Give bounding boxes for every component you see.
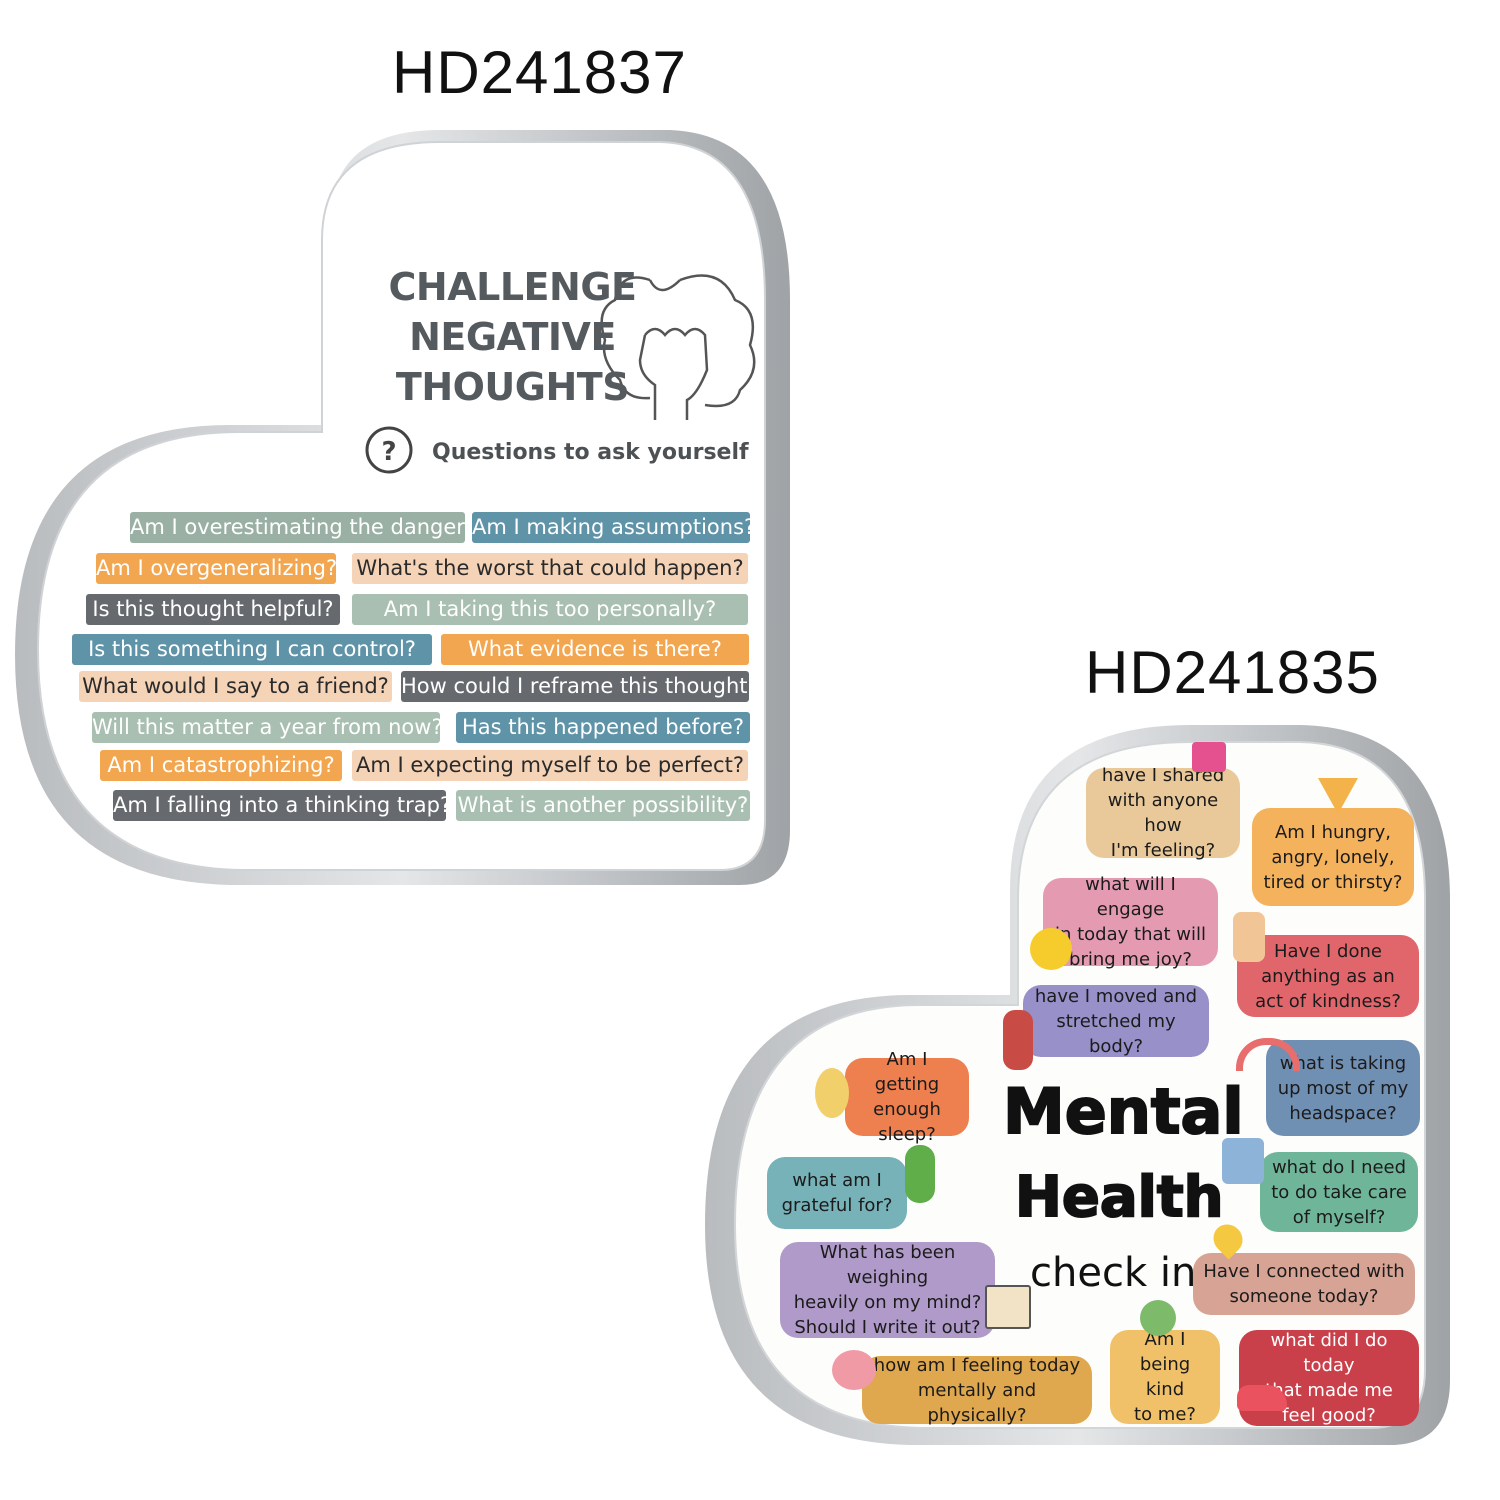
question-bubble-icon: ? bbox=[365, 426, 413, 474]
thumbs-up-icon bbox=[1233, 912, 1265, 962]
p1-question-pill: Has this happened before? bbox=[456, 712, 750, 743]
sunglasses-emoji-icon bbox=[1030, 928, 1072, 970]
p1-question-pill: What would I say to a friend? bbox=[79, 671, 392, 702]
p2-question-bubble: Am I hungry, angry, lonely, tired or thi… bbox=[1252, 808, 1414, 906]
p2-question-bubble: how am I feeling today mentally and phys… bbox=[862, 1355, 1092, 1426]
fist-brain-icon bbox=[600, 274, 756, 420]
p1-question-pill: Am I catastrophizing? bbox=[100, 750, 342, 781]
p1-question-pill: Am I expecting myself to be perfect? bbox=[352, 750, 748, 781]
p1-question-pill: Is this thought helpful? bbox=[86, 594, 340, 625]
p1-question-pill: What's the worst that could happen? bbox=[352, 553, 748, 584]
p1-question-pill: How could I reframe this thought? bbox=[401, 671, 749, 702]
product-code-2: HD241835 bbox=[1085, 639, 1380, 706]
yoga-person-icon bbox=[1003, 1010, 1033, 1070]
p1-question-pill: Is this something I can control? bbox=[72, 634, 432, 665]
svg-text:?: ? bbox=[381, 437, 396, 467]
pizza-icon bbox=[1318, 778, 1358, 814]
p1-question-pill: Am I taking this too personally? bbox=[352, 594, 748, 625]
p2-question-bubble: what did I do today that made me feel go… bbox=[1239, 1330, 1419, 1426]
p2-question-bubble: Am I getting enough sleep? bbox=[845, 1049, 969, 1145]
sneaker-icon bbox=[1237, 1385, 1287, 1411]
notebook-icon bbox=[985, 1285, 1031, 1329]
product-code-1: HD241837 bbox=[392, 39, 687, 106]
p1-title-line-1: CHALLENGE bbox=[388, 265, 637, 309]
p2-question-bubble: have I shared with anyone how I'm feelin… bbox=[1086, 765, 1240, 861]
p1-title-line-2: NEGATIVE bbox=[409, 315, 616, 359]
p2-question-bubble: What has been weighing heavily on my min… bbox=[780, 1242, 995, 1338]
p2-question-bubble: Have I done anything as an act of kindne… bbox=[1237, 935, 1419, 1017]
p2-question-bubble: what am I grateful for? bbox=[767, 1157, 907, 1229]
rainbow-icon bbox=[1236, 1038, 1300, 1071]
p1-question-pill: Will this matter a year from now? bbox=[92, 712, 440, 743]
p2-title-line-2: Health bbox=[1014, 1164, 1224, 1231]
moon-icon bbox=[815, 1068, 849, 1118]
p2-question-bubble: Have I connected with someone today? bbox=[1193, 1253, 1415, 1315]
p2-question-bubble: what do I need to do take care of myself… bbox=[1260, 1152, 1418, 1232]
p1-question-pill: Am I overgeneralizing? bbox=[96, 553, 336, 584]
p2-question-bubble: have I moved and stretched my body? bbox=[1023, 985, 1209, 1057]
p1-question-pill: Am I overestimating the danger? bbox=[130, 512, 465, 543]
p1-title-line-3: THOUGHTS bbox=[395, 365, 630, 409]
p2-title-line-3: check in bbox=[1030, 1250, 1197, 1296]
p1-question-pill: Am I falling into a thinking trap? bbox=[113, 790, 446, 821]
denim-jacket-icon bbox=[1222, 1138, 1264, 1184]
p2-question-bubble: what will I engage in today that will br… bbox=[1043, 874, 1218, 970]
p1-subtitle: Questions to ask yourself bbox=[432, 440, 749, 465]
p2-question-bubble: Am I being kind to me? bbox=[1110, 1329, 1220, 1425]
cactus-icon bbox=[905, 1145, 935, 1203]
brain-character-icon bbox=[832, 1350, 876, 1390]
mug-icon bbox=[1192, 742, 1226, 772]
flower-icon bbox=[1140, 1300, 1176, 1336]
p2-title-line-1: Mental bbox=[1002, 1074, 1245, 1149]
p1-question-pill: Am I making assumptions? bbox=[472, 512, 750, 543]
p1-question-pill: What is another possibility? bbox=[456, 790, 750, 821]
p1-question-pill: What evidence is there? bbox=[441, 634, 749, 665]
